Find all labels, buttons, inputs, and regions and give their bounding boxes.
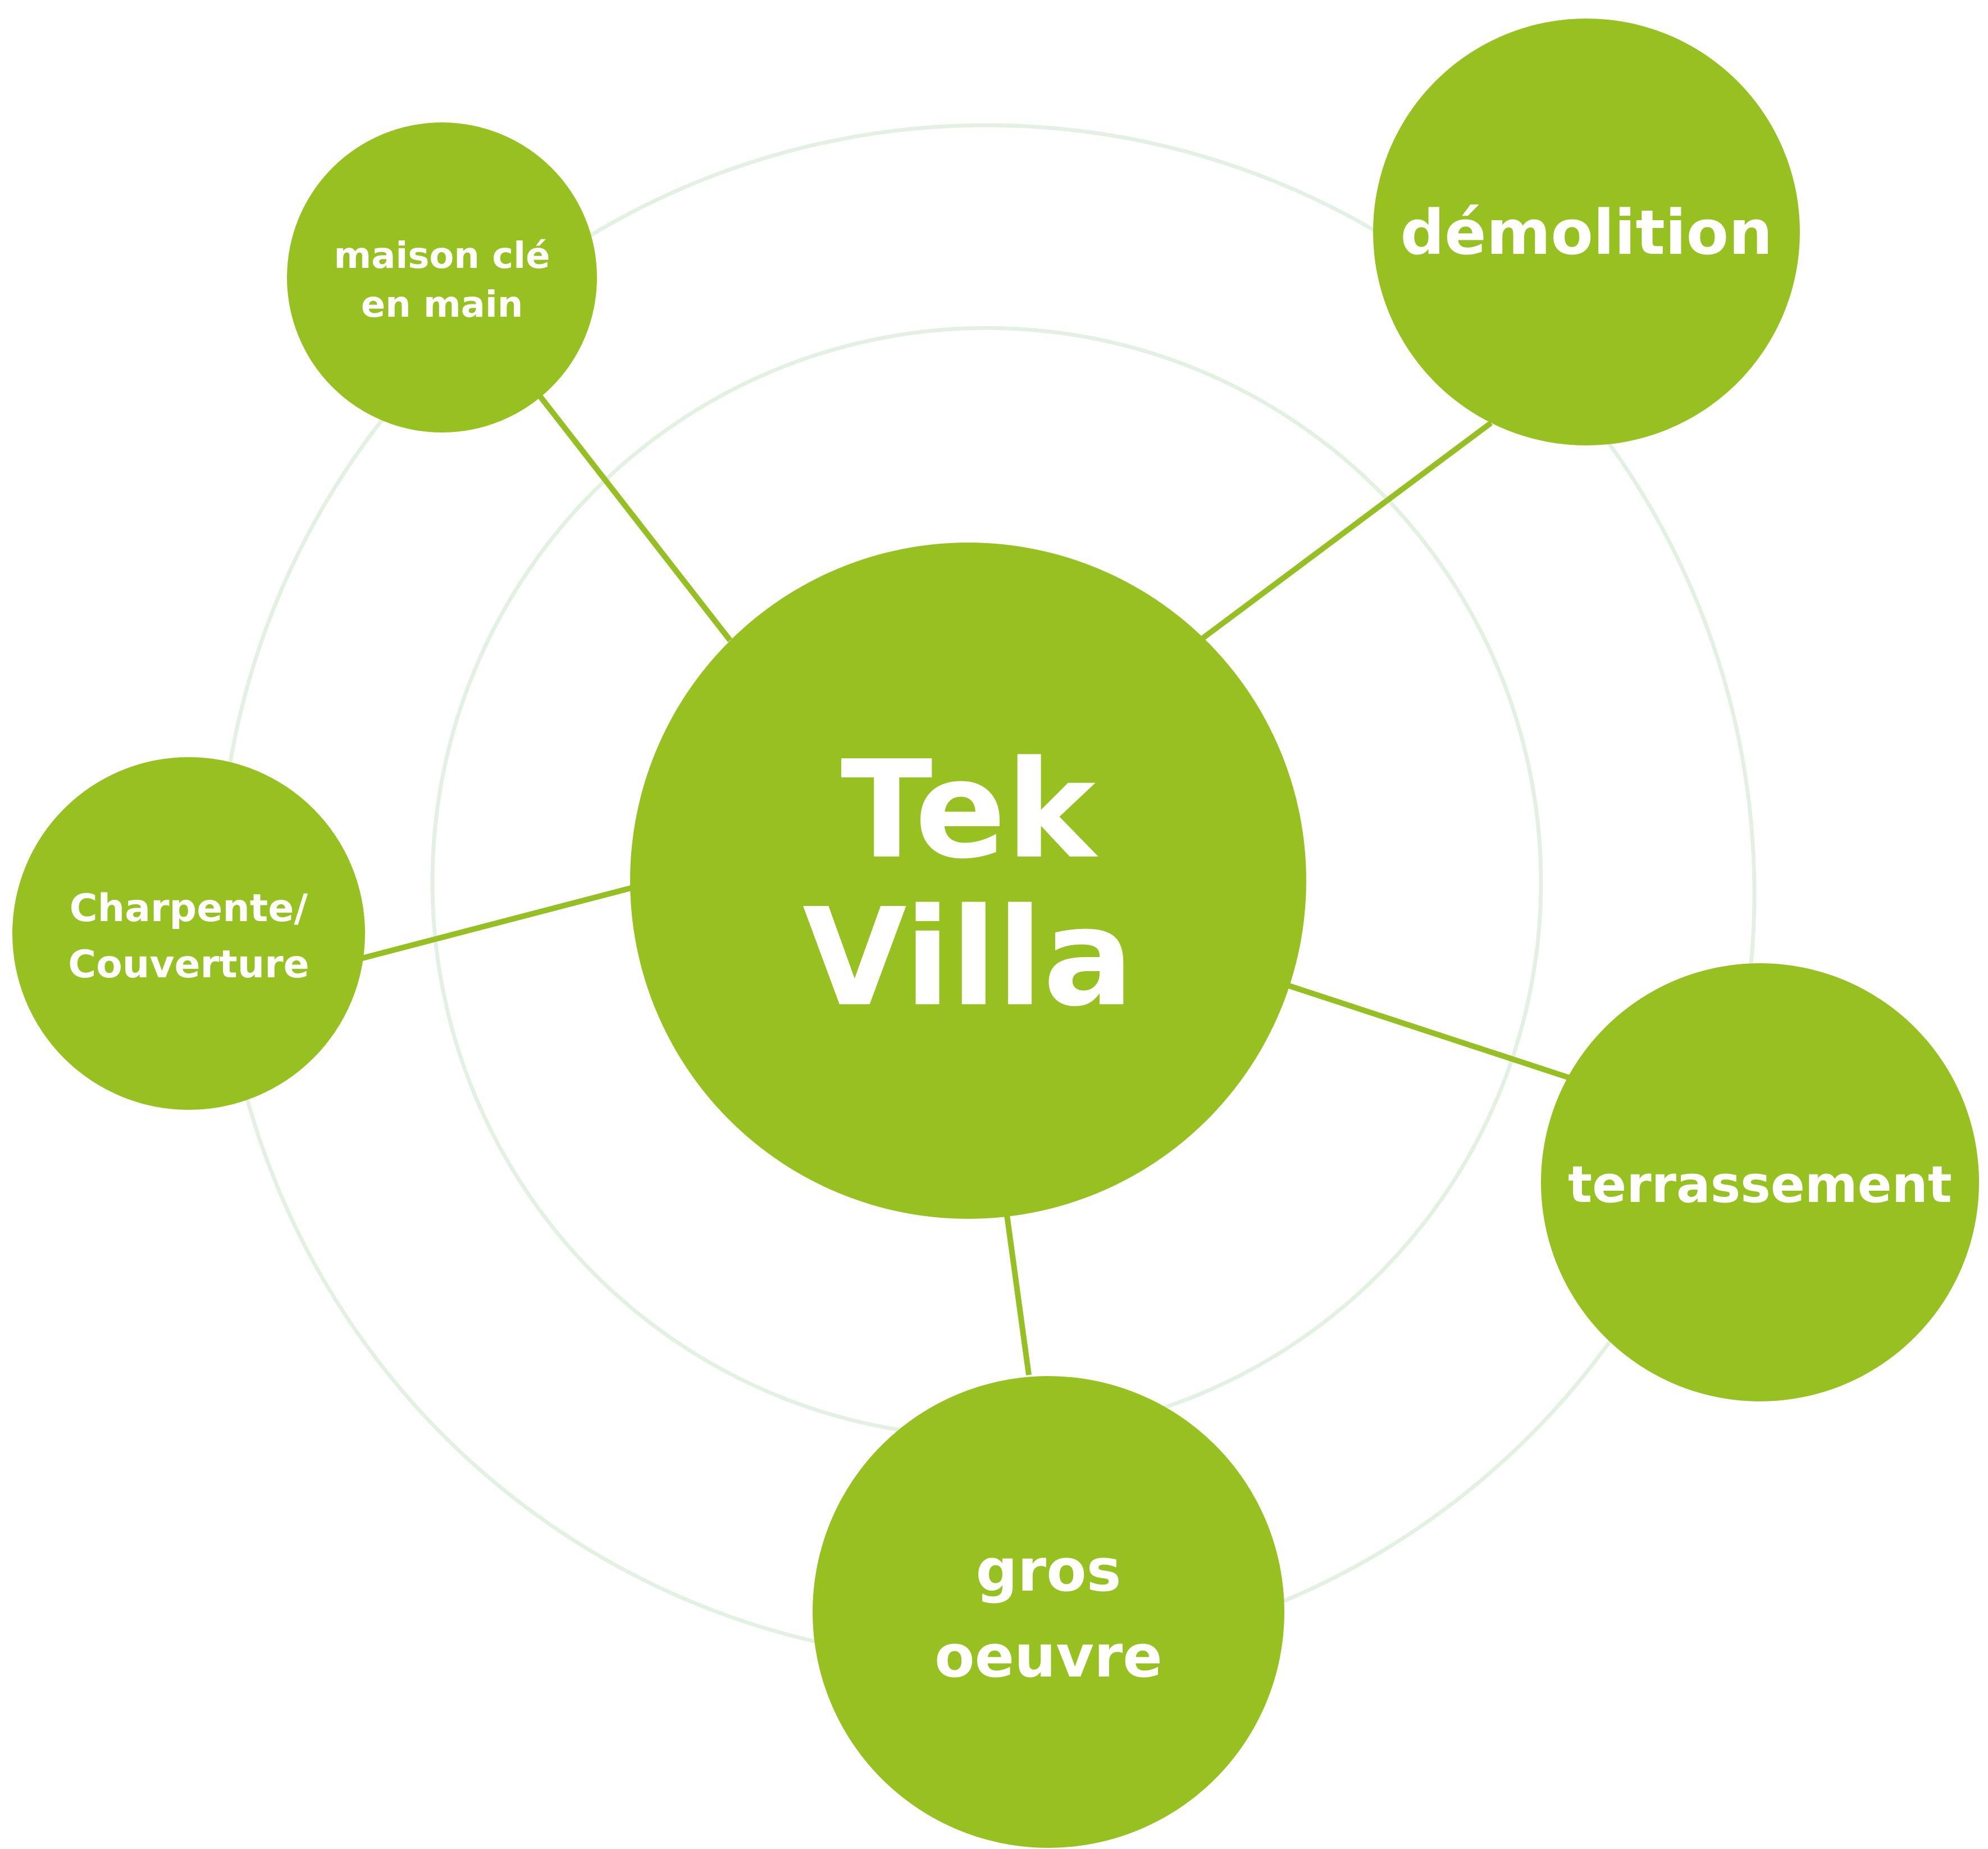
node-demolition: démolition	[1373, 19, 1800, 445]
node-label-line2: Couverture	[68, 942, 309, 987]
connector-terrassement	[1288, 983, 1572, 1081]
connectors	[361, 394, 1572, 1376]
node-label-line1: gros	[975, 1536, 1121, 1605]
node-label-line2: en main	[361, 284, 523, 326]
node-circle	[287, 122, 597, 432]
connector-demolition	[1201, 420, 1493, 641]
node-charpente-couverture: Charpente/ Couverture	[12, 757, 365, 1110]
node-label-line1: Charpente/	[70, 886, 308, 931]
node-label-line1: maison clé	[334, 235, 550, 277]
connector-charpente	[361, 885, 632, 961]
node-gros-oeuvre: gros oeuvre	[813, 1376, 1284, 1848]
connector-maison	[538, 394, 732, 643]
hub-label-line1: Tek	[841, 731, 1099, 889]
node-label: terrassement	[1568, 1155, 1952, 1214]
node-circle	[1541, 963, 1979, 1401]
node-label: démolition	[1400, 197, 1772, 268]
node-maison-cle-en-main: maison clé en main	[287, 122, 597, 432]
node-circle	[813, 1376, 1284, 1848]
node-label-line2: oeuvre	[934, 1622, 1162, 1691]
connector-gros-oeuvre	[1004, 1214, 1032, 1376]
hub-label-line2: Villa	[803, 879, 1134, 1036]
hub-node: Tek Villa	[630, 543, 1306, 1219]
hub-circle	[630, 543, 1306, 1219]
node-circle	[1373, 19, 1800, 445]
node-terrassement: terrassement	[1541, 963, 1979, 1401]
node-circle	[12, 757, 365, 1110]
